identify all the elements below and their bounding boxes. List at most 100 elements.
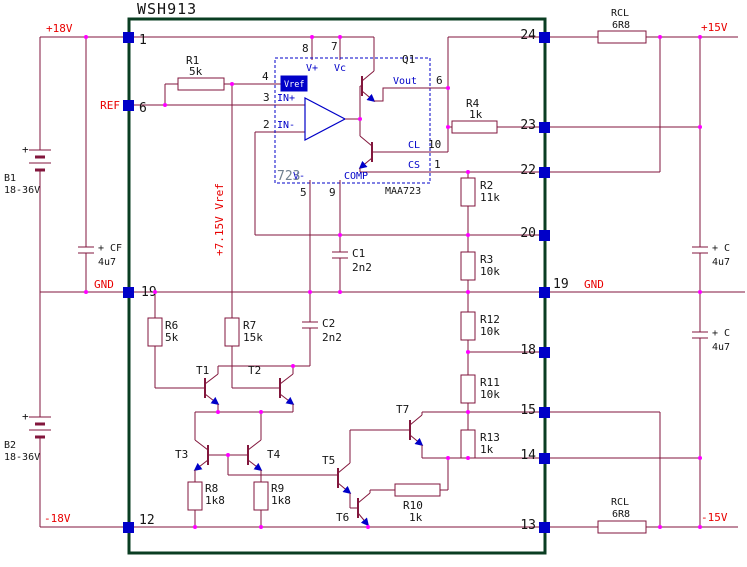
r12-name: R12 [480,313,500,326]
r7-value: 15k [243,331,263,344]
r9-value: 1k8 [271,494,291,507]
r3-resistor [460,251,476,281]
rcl-bottom-value: 6R8 [612,509,630,520]
c1-name: C1 [352,247,365,260]
ic-cl-label: CL [408,140,420,151]
ic-part-number: MAA723 [385,186,421,197]
c-top-name: + C [712,243,730,254]
b2-value: 18-36V [4,452,40,463]
t4-name: T4 [267,448,281,461]
r8-resistor [187,481,203,511]
cf-name: + CF [98,243,122,254]
ic-vplus-label: V+ [306,63,318,74]
r2-value: 11k [480,191,500,204]
t5-name: T5 [322,454,335,467]
b1-polarity: + [22,143,29,156]
r11-resistor [460,374,476,404]
r4-value: 1k [469,108,483,121]
gnd-right-label: GND [584,278,604,291]
r10-value: 1k [409,511,423,524]
vref-voltage-note: +7.15V Vref [213,183,226,256]
pin-18-number: 18 [520,343,536,358]
r4-resistor [451,120,498,134]
q1-name: Q1 [402,53,415,66]
c-top-value: 4u7 [712,257,730,268]
error-amplifier [304,97,347,141]
c-bottom-value: 4u7 [712,342,730,353]
ic-chip-label: 723 [277,169,300,184]
rcl-top-resistor [597,30,647,44]
right-output-section: RCL 6R8 +15V + C 4u7 + C 4u7 19 GND RCL … [550,8,745,534]
r7-resistor [224,317,240,347]
r7-name: R7 [243,319,256,332]
r6-resistor [147,317,163,347]
pin-22 [539,167,550,178]
r12-value: 10k [480,325,500,338]
ic-pin2-number: 2 [263,118,270,131]
ic-pin7-number: 7 [331,40,338,53]
r11-name: R11 [480,376,500,389]
pin-19-left [123,287,134,298]
ic-boundary [274,57,431,184]
b1-name: B1 [4,173,16,184]
r10-name: R10 [403,499,423,512]
ic-pin3-number: 3 [263,91,270,104]
r4-name: R4 [466,97,480,110]
c2-name: C2 [322,317,335,330]
r2-resistor [460,177,476,207]
plus15v-label: +15V [701,21,728,34]
pin-15 [539,407,550,418]
minus18v-label: -18V [44,512,71,525]
rcl-bottom-name: RCL [611,497,629,508]
pin-13-number: 13 [520,518,536,533]
pin-23-number: 23 [520,118,536,133]
r8-value: 1k8 [205,494,225,507]
pin-20 [539,230,550,241]
ic-vout-label: Vout [393,76,417,87]
t1-name: T1 [196,364,209,377]
cf-value: 4u7 [98,257,116,268]
c-bottom-name: + C [712,328,730,339]
ic-vminus-label: V- [293,171,305,182]
pin-14-number: 14 [520,448,536,463]
r13-value: 1k [480,443,494,456]
t7-name: T7 [396,403,409,416]
ic-vc-label: Vc [334,63,346,74]
ic-pin4-number: 4 [262,70,269,83]
ic-pin6-number: 6 [436,74,443,87]
pin-13 [539,522,550,533]
t2-name: T2 [248,364,261,377]
pin-6-number: 6 [139,101,147,116]
rcl-top-value: 6R8 [612,20,630,31]
r8-name: R8 [205,482,218,495]
gnd-left-label: GND [94,278,114,291]
t3-name: T3 [175,448,188,461]
r1-name: R1 [186,54,199,67]
junction-dots [84,35,702,529]
ic-inminus-label: IN- [277,120,295,131]
pin-22-number: 22 [520,163,536,178]
ic-pin9-number: 9 [329,186,336,199]
r1-value: 5k [189,65,203,78]
pin-23 [539,122,550,133]
r12-resistor [460,311,476,341]
r10-resistor [394,483,441,497]
pin-12-number: 12 [139,513,155,528]
rcl-bottom-resistor [597,520,647,534]
r6-name: R6 [165,319,178,332]
r3-value: 10k [480,265,500,278]
rcl-top-name: RCL [611,8,629,19]
r9-resistor [253,481,269,511]
ic-comp-label: COMP [344,171,368,182]
pin19-right-number: 19 [553,277,569,292]
r9-name: R9 [271,482,284,495]
ic-cs-label: CS [408,160,420,171]
pin-19-right [539,287,550,298]
pin-24 [539,32,550,43]
pin-14 [539,453,550,464]
vref-block [280,75,308,92]
module-outline: WSH913 [127,0,547,555]
internal-circuit: R1 5k +7.15V Vref C1 2n2 R2 11k R3 10k R… [134,36,539,528]
module-pins: 1 6 19 12 24 23 22 20 18 15 14 13 REF [100,28,550,533]
b2-polarity: + [22,410,29,423]
